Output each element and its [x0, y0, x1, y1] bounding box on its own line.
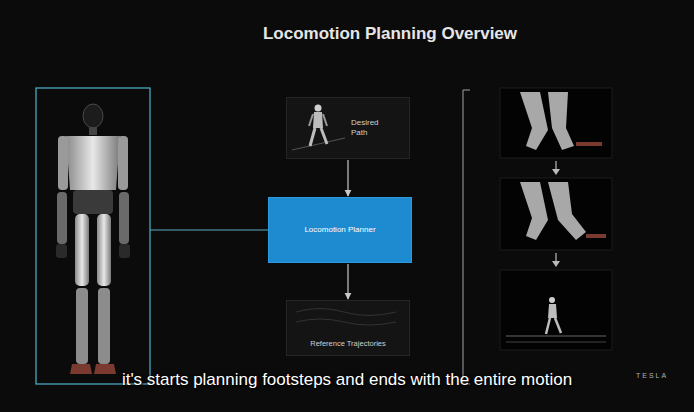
- bracket: [463, 90, 470, 384]
- trajectory-lines: [296, 309, 396, 326]
- motion-panels: [500, 88, 612, 350]
- node-label: Reference Trajectories: [310, 339, 385, 348]
- watermark: TESLA: [636, 372, 668, 379]
- robot-frame: [36, 88, 150, 384]
- walking-figure: [292, 105, 345, 151]
- panel-fill: [286, 300, 410, 356]
- link-line: [150, 229, 268, 230]
- node-label: Locomotion Planner: [304, 225, 375, 235]
- slide-title: Locomotion Planning Overview: [200, 24, 580, 44]
- node-label: Desired Path: [351, 118, 397, 137]
- path-box: Desired Path: [286, 97, 410, 159]
- panel-fill: [286, 97, 410, 159]
- subtitle-caption: it's starts planning footsteps and ends …: [0, 370, 694, 390]
- robot-figure: [56, 104, 130, 374]
- flow-arrow: [347, 264, 348, 299]
- trajectory-box: Reference Trajectories: [286, 300, 410, 356]
- flow-arrow: [347, 160, 348, 196]
- planner-box: Locomotion Planner: [268, 197, 412, 263]
